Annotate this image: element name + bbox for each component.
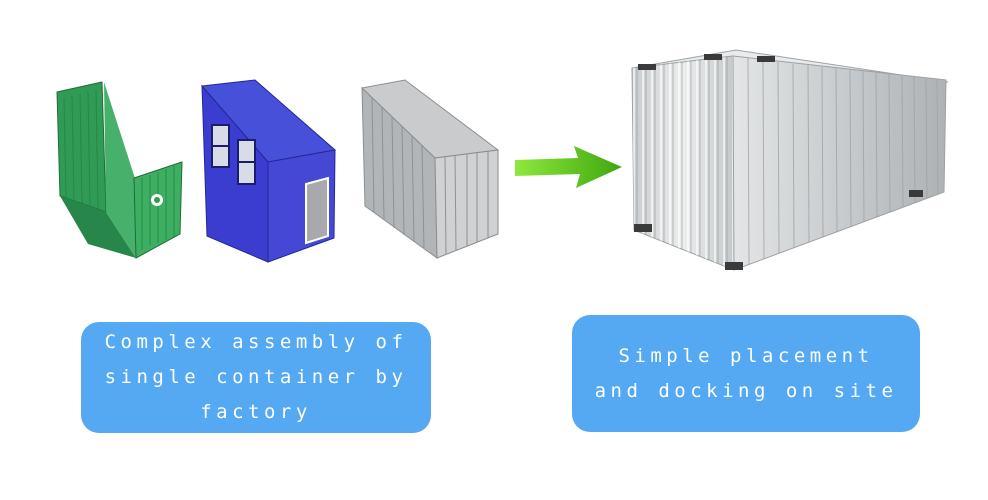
container-illustration [56,49,949,271]
onsite-placement-caption: Simple placement and docking on site [572,315,920,432]
office-container-icon [200,79,337,263]
large-container-icon [631,49,949,271]
flat-pack-container-icon [56,81,183,259]
right-arrow-icon [515,146,622,188]
factory-assembly-caption: Complex assembly of single container by … [81,322,431,433]
onsite-placement-caption-text: Simple placement and docking on site [594,344,898,402]
closed-container-icon [360,79,500,259]
factory-assembly-caption-text: Complex assembly of single container by … [104,331,408,423]
